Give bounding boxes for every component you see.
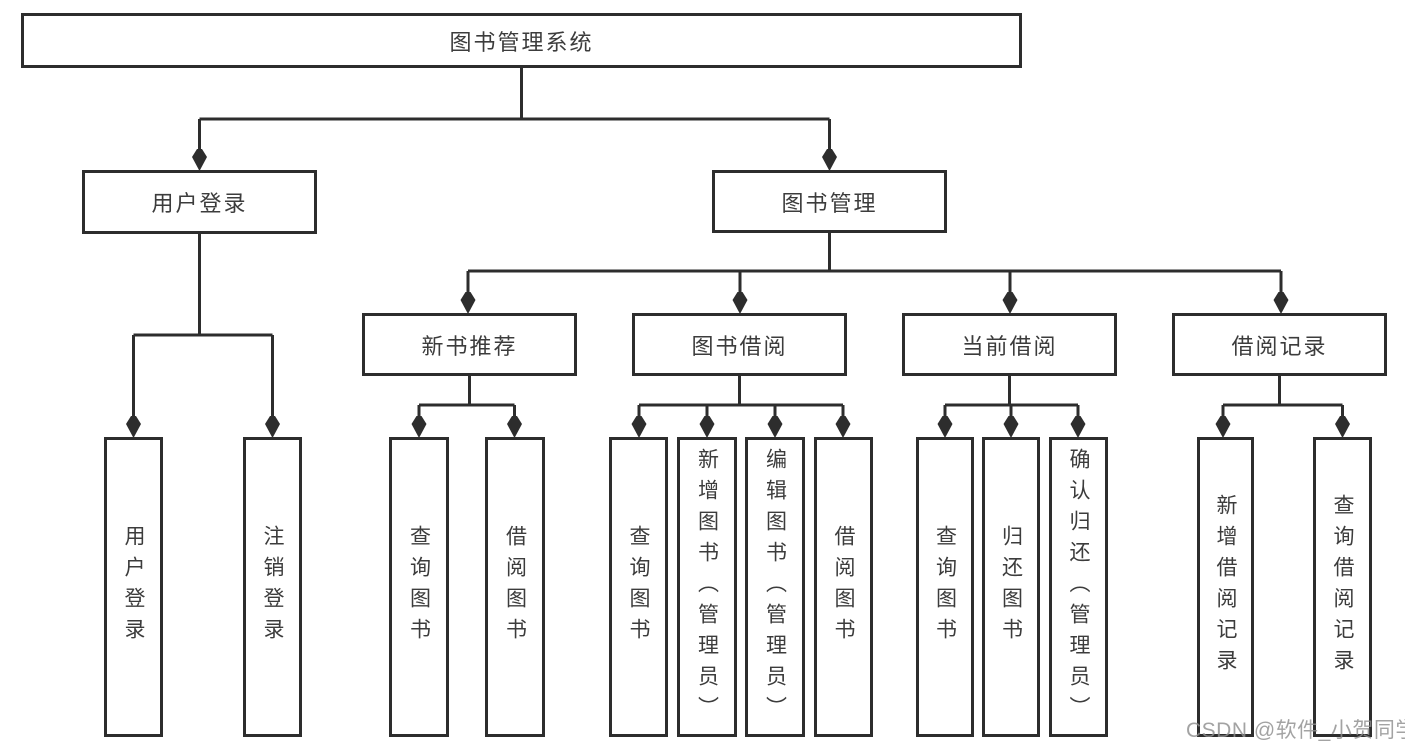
node-label: 新增图书（管理员）	[695, 447, 719, 727]
node-label: 当前借阅	[961, 333, 1058, 359]
node-new-book-recommendation: 新书推荐	[362, 313, 577, 376]
node-leaf-query-books-borrowing: 查询图书	[609, 437, 668, 737]
arrowhead-icon	[1335, 416, 1350, 438]
arrowhead-icon	[631, 416, 647, 438]
node-label: 归还图书	[999, 525, 1023, 649]
node-leaf-borrow-books: 借阅图书	[814, 437, 873, 737]
node-leaf-return-books: 归还图书	[982, 437, 1040, 737]
node-label: 借阅记录	[1231, 333, 1328, 359]
node-leaf-add-borrow-record: 新增借阅记录	[1197, 437, 1254, 737]
node-library-management-system: 图书管理系统	[21, 13, 1022, 68]
node-book-borrowing: 图书借阅	[632, 313, 847, 376]
node-label: 借阅图书	[832, 525, 855, 649]
arrowhead-icon	[507, 416, 522, 438]
arrowhead-icon	[732, 292, 748, 314]
arrowhead-icon	[1070, 416, 1086, 438]
node-label: 用户登录	[122, 525, 145, 649]
arrowhead-icon	[265, 416, 280, 438]
node-leaf-logout: 注销登录	[243, 437, 302, 737]
arrowhead-icon	[699, 416, 715, 438]
arrowhead-icon	[822, 149, 837, 171]
node-label: 图书管理系统	[449, 29, 594, 55]
node-label: 编辑图书（管理员）	[763, 447, 787, 727]
arrowhead-icon	[192, 149, 207, 171]
connector-arrowheads	[126, 149, 1350, 438]
node-label: 新增借阅记录	[1214, 494, 1237, 680]
node-leaf-confirm-return-admin: 确认归还（管理员）	[1049, 437, 1108, 737]
node-label: 确认归还（管理员）	[1067, 447, 1090, 727]
node-label: 查询图书	[933, 525, 957, 649]
node-leaf-query-borrow-record: 查询借阅记录	[1313, 437, 1372, 737]
arrowhead-icon	[460, 292, 476, 314]
csdn-watermark: CSDN @软件_小贺同学	[1186, 719, 1405, 742]
node-label: 图书借阅	[691, 333, 788, 359]
node-leaf-query-books-recommend: 查询图书	[389, 437, 449, 737]
node-label: 查询图书	[627, 525, 650, 649]
arrowhead-icon	[411, 416, 427, 438]
arrowhead-icon	[767, 416, 783, 438]
node-user-login: 用户登录	[82, 170, 317, 234]
arrowhead-icon	[1003, 416, 1019, 438]
arrowhead-icon	[126, 416, 141, 438]
arrowhead-icon	[835, 416, 851, 438]
node-label: 查询图书	[407, 525, 431, 649]
node-label: 图书管理	[781, 190, 878, 216]
node-label: 新书推荐	[421, 333, 518, 359]
node-label: 查询借阅记录	[1331, 494, 1354, 680]
node-current-borrowing: 当前借阅	[902, 313, 1117, 376]
node-borrowing-records: 借阅记录	[1172, 313, 1387, 376]
node-label: 用户登录	[151, 191, 248, 216]
node-book-management: 图书管理	[712, 170, 947, 233]
node-label: 注销登录	[261, 525, 284, 649]
node-leaf-add-books-admin: 新增图书（管理员）	[677, 437, 737, 737]
arrowhead-icon	[1273, 292, 1289, 314]
node-leaf-query-books-current: 查询图书	[916, 437, 974, 737]
arrowhead-icon	[937, 416, 953, 438]
arrowhead-icon	[1002, 292, 1018, 314]
node-leaf-edit-books-admin: 编辑图书（管理员）	[745, 437, 805, 737]
node-leaf-user-login: 用户登录	[104, 437, 163, 737]
node-leaf-borrow-books-recommend: 借阅图书	[485, 437, 545, 737]
node-label: 借阅图书	[503, 525, 527, 649]
arrowhead-icon	[1215, 416, 1231, 438]
